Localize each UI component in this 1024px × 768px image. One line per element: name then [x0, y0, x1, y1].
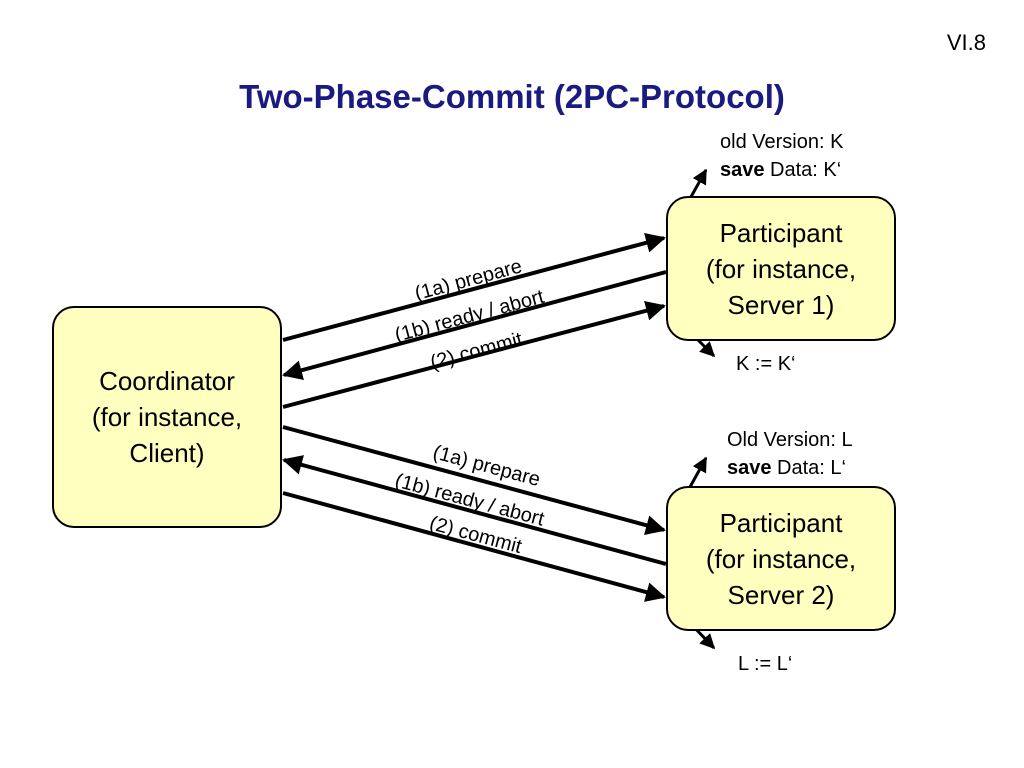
server1-old-version: old Version: K: [720, 131, 844, 153]
participant2-line-3: Server 2): [727, 579, 835, 610]
arrow-prepare-to-server2: [282, 425, 666, 535]
participant2-line-2: (for instance,: [705, 543, 857, 574]
server2-save-note: Old Version: L save Data: L‘: [727, 426, 853, 482]
server1-apply-note: K := K‘: [736, 353, 796, 375]
server1-save-data: Data: K‘: [764, 159, 842, 181]
server1-save-line: save Data: K‘: [720, 156, 843, 184]
slide-title: Two-Phase-Commit (2PC-Protocol): [239, 78, 785, 115]
server2-old-version: Old Version: L: [727, 429, 853, 451]
arrow-commit-to-server2: [282, 491, 666, 602]
participant-server1-box: Participant (for instance, Server 1): [666, 196, 896, 341]
slide-number: VI.8: [946, 30, 986, 55]
participant1-line-1: Participant: [719, 217, 843, 248]
coordinator-box: Coordinator (for instance, Client): [52, 306, 282, 528]
arrow-ready-from-server2: [282, 455, 667, 566]
server2-save-word: save: [727, 457, 772, 479]
participant1-line-3: Server 1): [727, 289, 835, 320]
coordinator-line-3: Client): [129, 438, 205, 468]
server2-save-line: save Data: L‘: [727, 454, 853, 482]
server2-apply-note: L := L‘: [738, 653, 793, 675]
label-commit-upper: (2) commit: [428, 328, 525, 374]
participant1-line-2: (for instance,: [705, 253, 857, 284]
coordinator-line-2: (for instance,: [91, 402, 243, 432]
arrow-prepare-to-server1: [282, 232, 666, 342]
coordinator-line-1: Coordinator: [99, 366, 235, 396]
arrow-commit-to-server1: [282, 300, 666, 409]
server2-save-data: Data: L‘: [771, 457, 846, 479]
participant-server2-box: Participant (for instance, Server 2): [666, 486, 896, 631]
server1-save-note: old Version: K save Data: K‘: [720, 128, 843, 184]
participant2-line-1: Participant: [719, 507, 843, 538]
arrow-ready-from-server1: [282, 270, 667, 380]
server1-save-word: save: [720, 159, 765, 181]
